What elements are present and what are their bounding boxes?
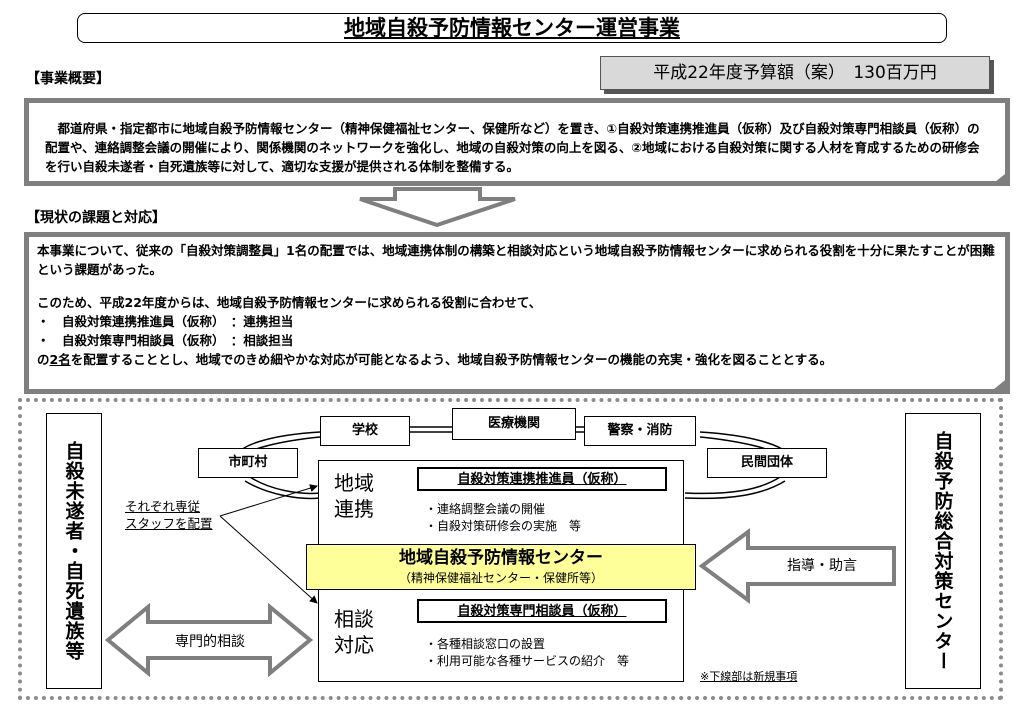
overview-fold (990, 170, 1010, 186)
counselor-box: 自殺対策専門相談員（仮称） (417, 599, 667, 623)
info-center-box: 地域自殺予防情報センター （精神保健福祉センター・保健所等） (306, 544, 696, 590)
issues-para2: このため、平成22年度からは、地域自殺予防情報センターに求められる役割に合わせて… (37, 295, 542, 310)
overview-heading: 【事業概要】 (26, 71, 110, 87)
promoter-label: 自殺対策連携推進員（仮称） (457, 472, 627, 487)
issues-bullet-counselor: ・ 自殺対策専門相談員（仮称） ：相談担当 (37, 333, 294, 348)
info-center-name: 地域自殺予防情報センター (399, 548, 603, 568)
org-private: 民間団体 (707, 448, 827, 478)
left-target-box: 自殺未遂者・自死遺族等 (46, 413, 102, 689)
right-center-box: 自殺予防総合対策センター (905, 413, 981, 689)
counselor-task: ・各種相談窓口の設置 (425, 637, 546, 651)
issues-panel: 本事業について、従来の「自殺対策調整員」1名の配置では、地域連携体制の構築と相談… (24, 232, 1010, 394)
issues-para1: 本事業について、従来の「自殺対策調整員」1名の配置では、地域連携体制の構築と相談… (37, 243, 995, 277)
right-center-label: 自殺予防総合対策センター (931, 431, 954, 671)
counselor-label: 自殺対策専門相談員（仮称） (457, 604, 627, 619)
promoter-box: 自殺対策連携推進員（仮称） (417, 467, 667, 491)
page-title: 地域自殺予防情報センター運営事業 (344, 16, 680, 40)
footnote: ※下線部は新規事項 (700, 670, 798, 683)
issues-heading: 【現状の課題と対応】 (26, 210, 166, 226)
consult-arrow-label: 専門的相談 (175, 634, 245, 650)
promoter-task: ・連絡調整会議の開催 (425, 502, 546, 516)
regional-label: 地域 連携 (334, 471, 374, 521)
guidance-arrow (698, 528, 896, 604)
counselor-tasks: ・各種相談窓口の設置 ・利用可能な各種サービスの紹介 等 (425, 636, 629, 670)
page-title-box: 地域自殺予防情報センター運営事業 (77, 13, 947, 43)
budget-box: 平成22年度予算額（案） 130百万円 (600, 56, 990, 90)
guidance-label: 指導・助言 (787, 558, 857, 574)
left-target-label: 自殺未遂者・自死遺族等 (62, 441, 85, 661)
diagram-frame (18, 398, 1003, 700)
org-city: 市町村 (198, 448, 298, 478)
overview-panel: 都道府県・指定都市に地域自殺予防情報センター（精神保健福祉センター、保健所など）… (24, 98, 1010, 186)
promoter-tasks: ・連絡調整会議の開催 ・自殺対策研修会の実施 等 (425, 501, 581, 535)
org-medical: 医療機関 (452, 408, 576, 440)
issues-last-line: の2名を配置することとし、地域でのきめ細やかな対応が可能となるよう、地域自殺予防… (37, 352, 833, 367)
consult-double-arrow (104, 603, 314, 677)
org-school: 学校 (320, 416, 410, 446)
promoter-task: ・自殺対策研修会の実施 等 (425, 519, 582, 533)
issues-bullet-promoter: ・ 自殺対策連携推進員（仮称） ：連携担当 (37, 314, 294, 329)
down-arrow (359, 187, 516, 227)
staff-note: それぞれ専従 スタッフを配置 (125, 499, 213, 531)
info-center-sub: （精神保健福祉センター・保健所等） (398, 571, 603, 585)
org-police-fire: 警察・消防 (584, 416, 696, 446)
issues-fold (988, 376, 1010, 394)
counselor-task: ・利用可能な各種サービスの紹介 等 (425, 654, 630, 668)
consult-label: 相談 対応 (334, 607, 374, 657)
staff-arrows (219, 484, 318, 604)
overview-text: 都道府県・指定都市に地域自殺予防情報センター（精神保健福祉センター、保健所など）… (45, 121, 980, 174)
new-item-underline: 2名 (49, 352, 71, 367)
